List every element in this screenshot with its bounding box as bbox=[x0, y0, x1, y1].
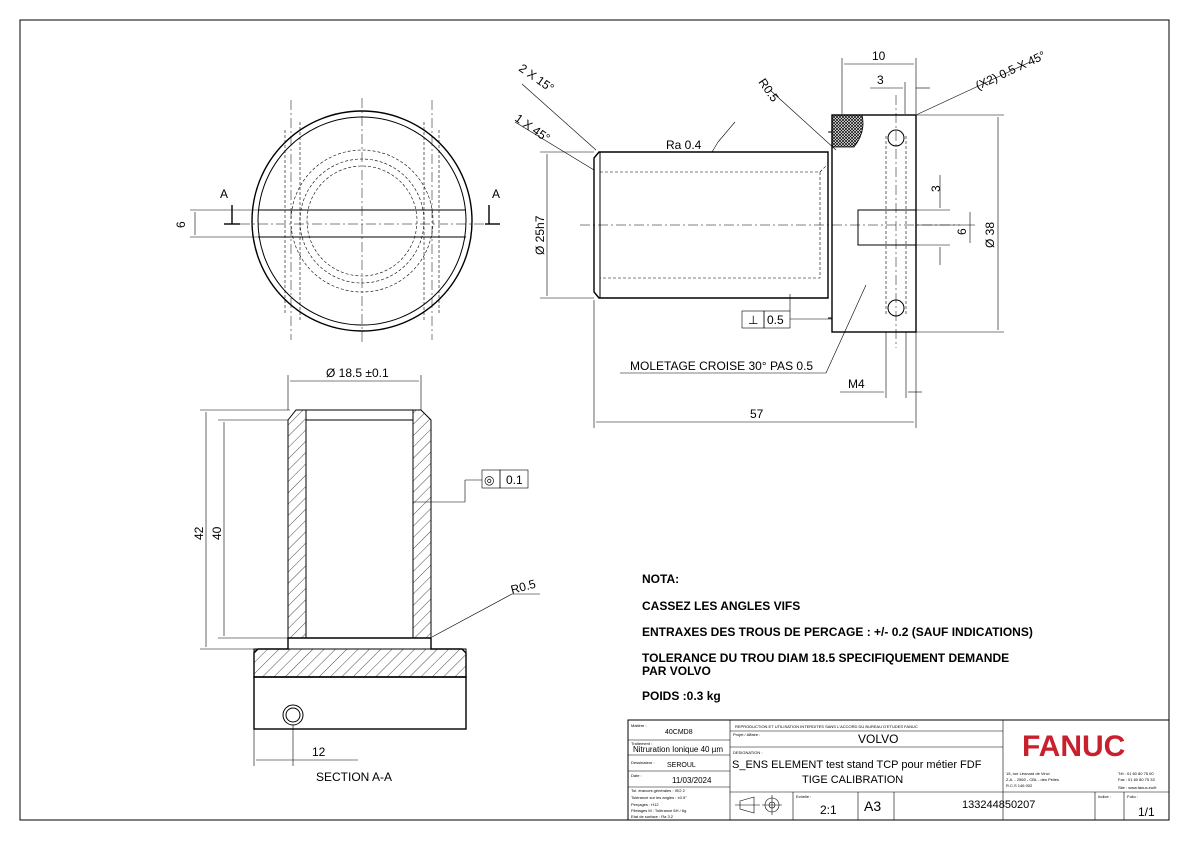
end-view: A A 6 bbox=[174, 98, 500, 344]
dim-slot-height: 6 bbox=[955, 228, 969, 235]
designation-label: DESIGNATION : bbox=[733, 750, 762, 755]
dim-overall-length: 57 bbox=[750, 407, 764, 421]
dim-bore-depth: 40 bbox=[210, 526, 224, 540]
sheet-border bbox=[19, 19, 1170, 821]
matiere-label: Matière : bbox=[631, 723, 647, 728]
tolerance-line: Tolérance sur les angles : ±0.5° bbox=[631, 795, 687, 800]
dessinateur-label: Dessinateur : bbox=[631, 760, 655, 765]
title-block: Matière : 40CMD8 Traitement : Nitruratio… bbox=[627, 719, 1170, 821]
designation-line-1: S_ENS ELEMENT test stand TCP pour métier… bbox=[732, 759, 982, 771]
dim-thread: M4 bbox=[848, 377, 865, 391]
dessinateur-value: SEROUL bbox=[667, 762, 696, 769]
dim-slot-depth: 3 bbox=[929, 185, 943, 192]
address-line: R.C.S 146 002 bbox=[1006, 783, 1033, 788]
gdt-concentricity-symbol: ◎ bbox=[484, 473, 494, 487]
dim-slot-width: 6 bbox=[174, 221, 188, 228]
fax-line: Fax : 01 60 80 75 33 bbox=[1118, 777, 1155, 782]
echelle-value: 2:1 bbox=[820, 803, 837, 817]
dim-chamfer-offset: 3 bbox=[877, 73, 884, 87]
note-line: TOLERANCE DU TROU DIAM 18.5 SPECIFIQUEME… bbox=[642, 651, 1009, 665]
tolerance-line: Tol. érances générales : ISO 2 bbox=[631, 788, 686, 793]
dim-head-width: 10 bbox=[872, 49, 886, 63]
indice-label: Indice : bbox=[1098, 794, 1111, 799]
note-line: CASSEZ LES ANGLES VIFS bbox=[642, 599, 800, 613]
note-line: ENTRAXES DES TROUS DE PERCAGE : +/- 0.2 … bbox=[642, 625, 1033, 639]
dim-fillet-radius: R0.5 bbox=[756, 76, 782, 105]
address-line: 15, rue Léonard de Vinci bbox=[1006, 771, 1050, 776]
date-value: 11/03/2024 bbox=[672, 776, 712, 785]
designation-line-2: TIGE CALIBRATION bbox=[802, 774, 903, 786]
knurl-callout: MOLETAGE CROISE 30° PAS 0.5 bbox=[630, 359, 813, 373]
section-arrow-label-left: A bbox=[220, 187, 228, 201]
fanuc-logo: FANUC bbox=[1022, 730, 1125, 763]
format-value: A3 bbox=[864, 798, 881, 814]
tolerance-line: Filetages M : Tolérance 6H / 6g bbox=[631, 808, 686, 813]
dim-tube-height: 42 bbox=[192, 526, 206, 540]
tolerance-line: Perçages : H12 bbox=[631, 802, 659, 807]
folio-label: Folio : bbox=[1127, 794, 1138, 799]
section-label: SECTION A-A bbox=[316, 770, 392, 784]
notes-block: NOTA: CASSEZ LES ANGLES VIFS ENTRAXES DE… bbox=[642, 572, 1033, 703]
echelle-label: Echelle : bbox=[796, 794, 811, 799]
projet-label: Projet / Affaire : bbox=[733, 732, 760, 737]
traitement-value: Nitruration Ionique 40 µm bbox=[633, 745, 723, 754]
website-line: Site : www.fanuc.eu/fr bbox=[1118, 785, 1157, 790]
note-line: POIDS :0.3 kg bbox=[642, 689, 721, 703]
section-view: Ø 18.5 ±0.1 42 40 ◎ 0.1 R0.5 12 SECTION … bbox=[192, 366, 540, 784]
surface-finish: Ra 0.4 bbox=[666, 138, 702, 152]
dim-head-diameter: Ø 38 bbox=[983, 222, 997, 248]
notes-heading: NOTA: bbox=[642, 572, 679, 586]
dim-shaft-diameter: Ø 25h7 bbox=[533, 215, 547, 255]
gdt-concentricity-value: 0.1 bbox=[506, 473, 523, 487]
section-arrow-label-right: A bbox=[492, 187, 500, 201]
dim-section-fillet: R0.5 bbox=[509, 577, 537, 597]
side-view: 10 3 (X2) 0.5 X 45° R0.5 2 X 15° 1 X 45°… bbox=[512, 48, 1048, 428]
dim-head-chamfer: (X2) 0.5 X 45° bbox=[973, 48, 1048, 93]
drawing-number: 133244850207 bbox=[962, 799, 1035, 811]
folio-value: 1/1 bbox=[1138, 805, 1155, 819]
dim-chamfer-45: 1 X 45° bbox=[512, 111, 553, 145]
tolerance-line: Etat de surface : Ra 3.2 bbox=[631, 814, 674, 819]
gdt-perpendicularity-symbol: ⊥ bbox=[748, 313, 758, 327]
traitement-label: Traitement : bbox=[631, 741, 652, 746]
projection-symbol-icon bbox=[735, 795, 782, 815]
dim-chamfer-15: 2 X 15° bbox=[516, 61, 557, 95]
phone-line: Tél : 01 60 80 75 00 bbox=[1118, 771, 1154, 776]
gdt-perpendicularity-value: 0.5 bbox=[767, 313, 784, 327]
reproduction-notice: REPRODUCTION ET UTILISATION INTERDITES S… bbox=[735, 724, 918, 729]
note-line: PAR VOLVO bbox=[642, 664, 711, 678]
dim-bore-diameter: Ø 18.5 ±0.1 bbox=[326, 366, 389, 380]
date-label: Date : bbox=[631, 773, 642, 778]
matiere-value: 40CMD8 bbox=[665, 729, 693, 736]
projet-value: VOLVO bbox=[858, 732, 898, 746]
dim-hole-offset: 12 bbox=[312, 745, 326, 759]
address-line: Z.A. - 2560 - CBL - des Pelles bbox=[1006, 777, 1059, 782]
